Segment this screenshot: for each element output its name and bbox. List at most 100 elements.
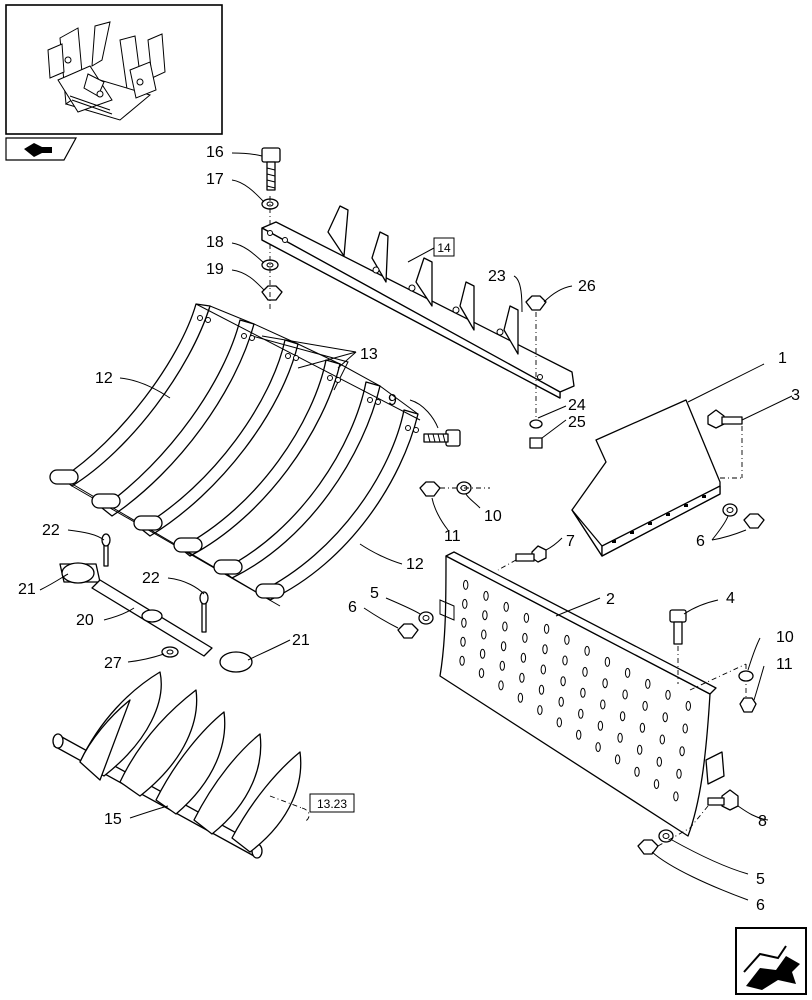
callout-8: 8	[758, 813, 767, 830]
plate-slot	[662, 712, 668, 723]
reference-box-14[interactable]: 14	[433, 237, 455, 257]
leader-lines	[39, 152, 793, 901]
callout-21b: 21	[292, 632, 310, 649]
plate-slot	[481, 629, 487, 640]
plate-slot	[520, 652, 527, 663]
nut-11-right	[739, 697, 757, 713]
callout-19: 19	[206, 261, 224, 278]
bolt-8	[707, 789, 739, 811]
bolt-3	[707, 409, 743, 429]
plate-slot	[580, 687, 586, 698]
callout-11a: 11	[444, 528, 461, 545]
plate-slot	[584, 645, 590, 656]
plate-slots	[459, 579, 691, 802]
plate-slot	[483, 590, 489, 601]
next-page-arrow-icon[interactable]	[735, 927, 807, 995]
callout-11b: 11	[776, 656, 793, 673]
plate-slot	[637, 744, 643, 755]
callout-6b: 6	[696, 533, 705, 550]
bolt-9	[423, 429, 461, 447]
callout-5b: 5	[756, 871, 765, 888]
plate-slot	[639, 722, 646, 733]
back-arrow-icon[interactable]	[5, 137, 78, 161]
callout-25: 25	[568, 414, 586, 431]
plate-slot	[595, 742, 601, 753]
plate-slot	[634, 766, 640, 777]
nut-19	[261, 285, 283, 301]
bolt-7	[515, 545, 547, 563]
nut-6-left	[397, 623, 419, 639]
washer-24	[529, 419, 543, 429]
plate-slot	[600, 699, 606, 710]
plate-slot	[676, 768, 682, 779]
plate-slot	[578, 708, 584, 719]
bolt-4	[669, 609, 687, 645]
plate-slot	[614, 754, 621, 765]
plate-slot	[645, 678, 651, 689]
plate-slot	[478, 668, 485, 679]
reference-box-13-23[interactable]: 13.23	[309, 793, 355, 813]
plate-slot	[460, 636, 466, 647]
plate-slot	[622, 689, 628, 700]
callout-2: 2	[606, 591, 615, 608]
callout-22a: 22	[42, 522, 60, 539]
callout-1: 1	[778, 350, 787, 367]
callout-9: 9	[388, 392, 397, 409]
plate-slot	[463, 579, 469, 590]
plate-slot	[604, 656, 611, 667]
plate-slot	[597, 720, 604, 731]
plate-slot	[556, 717, 562, 728]
plate-slot	[665, 689, 671, 700]
plate-slot	[685, 700, 691, 711]
cover-plate-part	[571, 399, 721, 557]
plate-slot	[498, 680, 504, 691]
plate-slot	[500, 641, 507, 652]
plate-slot	[560, 676, 566, 687]
plate-slot	[656, 756, 662, 767]
svg-text:13.23: 13.23	[317, 797, 347, 811]
overview-thumbnail[interactable]	[5, 4, 223, 135]
plate-slot	[576, 729, 582, 740]
plate-slot	[499, 660, 505, 671]
nut-26	[525, 295, 547, 311]
callout-17: 17	[206, 171, 224, 188]
plate-slot	[459, 655, 465, 666]
plate-slot	[659, 734, 665, 745]
nut-11	[419, 481, 441, 497]
plate-slot	[502, 621, 508, 632]
plate-slot	[543, 623, 550, 634]
plate-slot	[673, 791, 679, 802]
callout-15: 15	[104, 811, 122, 828]
plate-slot	[542, 644, 548, 655]
callout-6c: 6	[756, 897, 765, 914]
plate-slot	[538, 684, 545, 695]
callout-3: 3	[791, 387, 800, 404]
plate-slot	[653, 779, 660, 790]
callout-6a: 6	[348, 599, 357, 616]
callout-13: 13	[360, 346, 378, 363]
callout-4: 4	[726, 590, 735, 607]
plate-slot	[461, 617, 467, 628]
plate-slot	[624, 667, 631, 678]
callout-5a: 5	[370, 585, 379, 602]
callout-10b: 10	[776, 629, 794, 646]
callout-18: 18	[206, 234, 224, 251]
nut-6-right	[743, 513, 765, 529]
svg-text:14: 14	[437, 241, 451, 255]
callout-10a: 10	[484, 508, 502, 525]
bolt-25	[529, 437, 543, 449]
plate-slot	[582, 666, 588, 677]
plate-slot	[517, 692, 524, 703]
tine-rotor-part	[52, 671, 302, 859]
plate-slot	[619, 711, 626, 722]
plate-slot	[519, 672, 525, 683]
main-plate-part	[439, 551, 725, 837]
callout-27: 27	[104, 655, 122, 672]
plate-slot	[679, 746, 685, 757]
plate-slot	[642, 700, 648, 711]
plate-slot	[564, 634, 570, 645]
curved-guide-plates-part	[49, 303, 421, 607]
plate-slot	[540, 664, 546, 675]
plate-slot	[562, 655, 568, 666]
callout-12a: 12	[95, 370, 113, 387]
